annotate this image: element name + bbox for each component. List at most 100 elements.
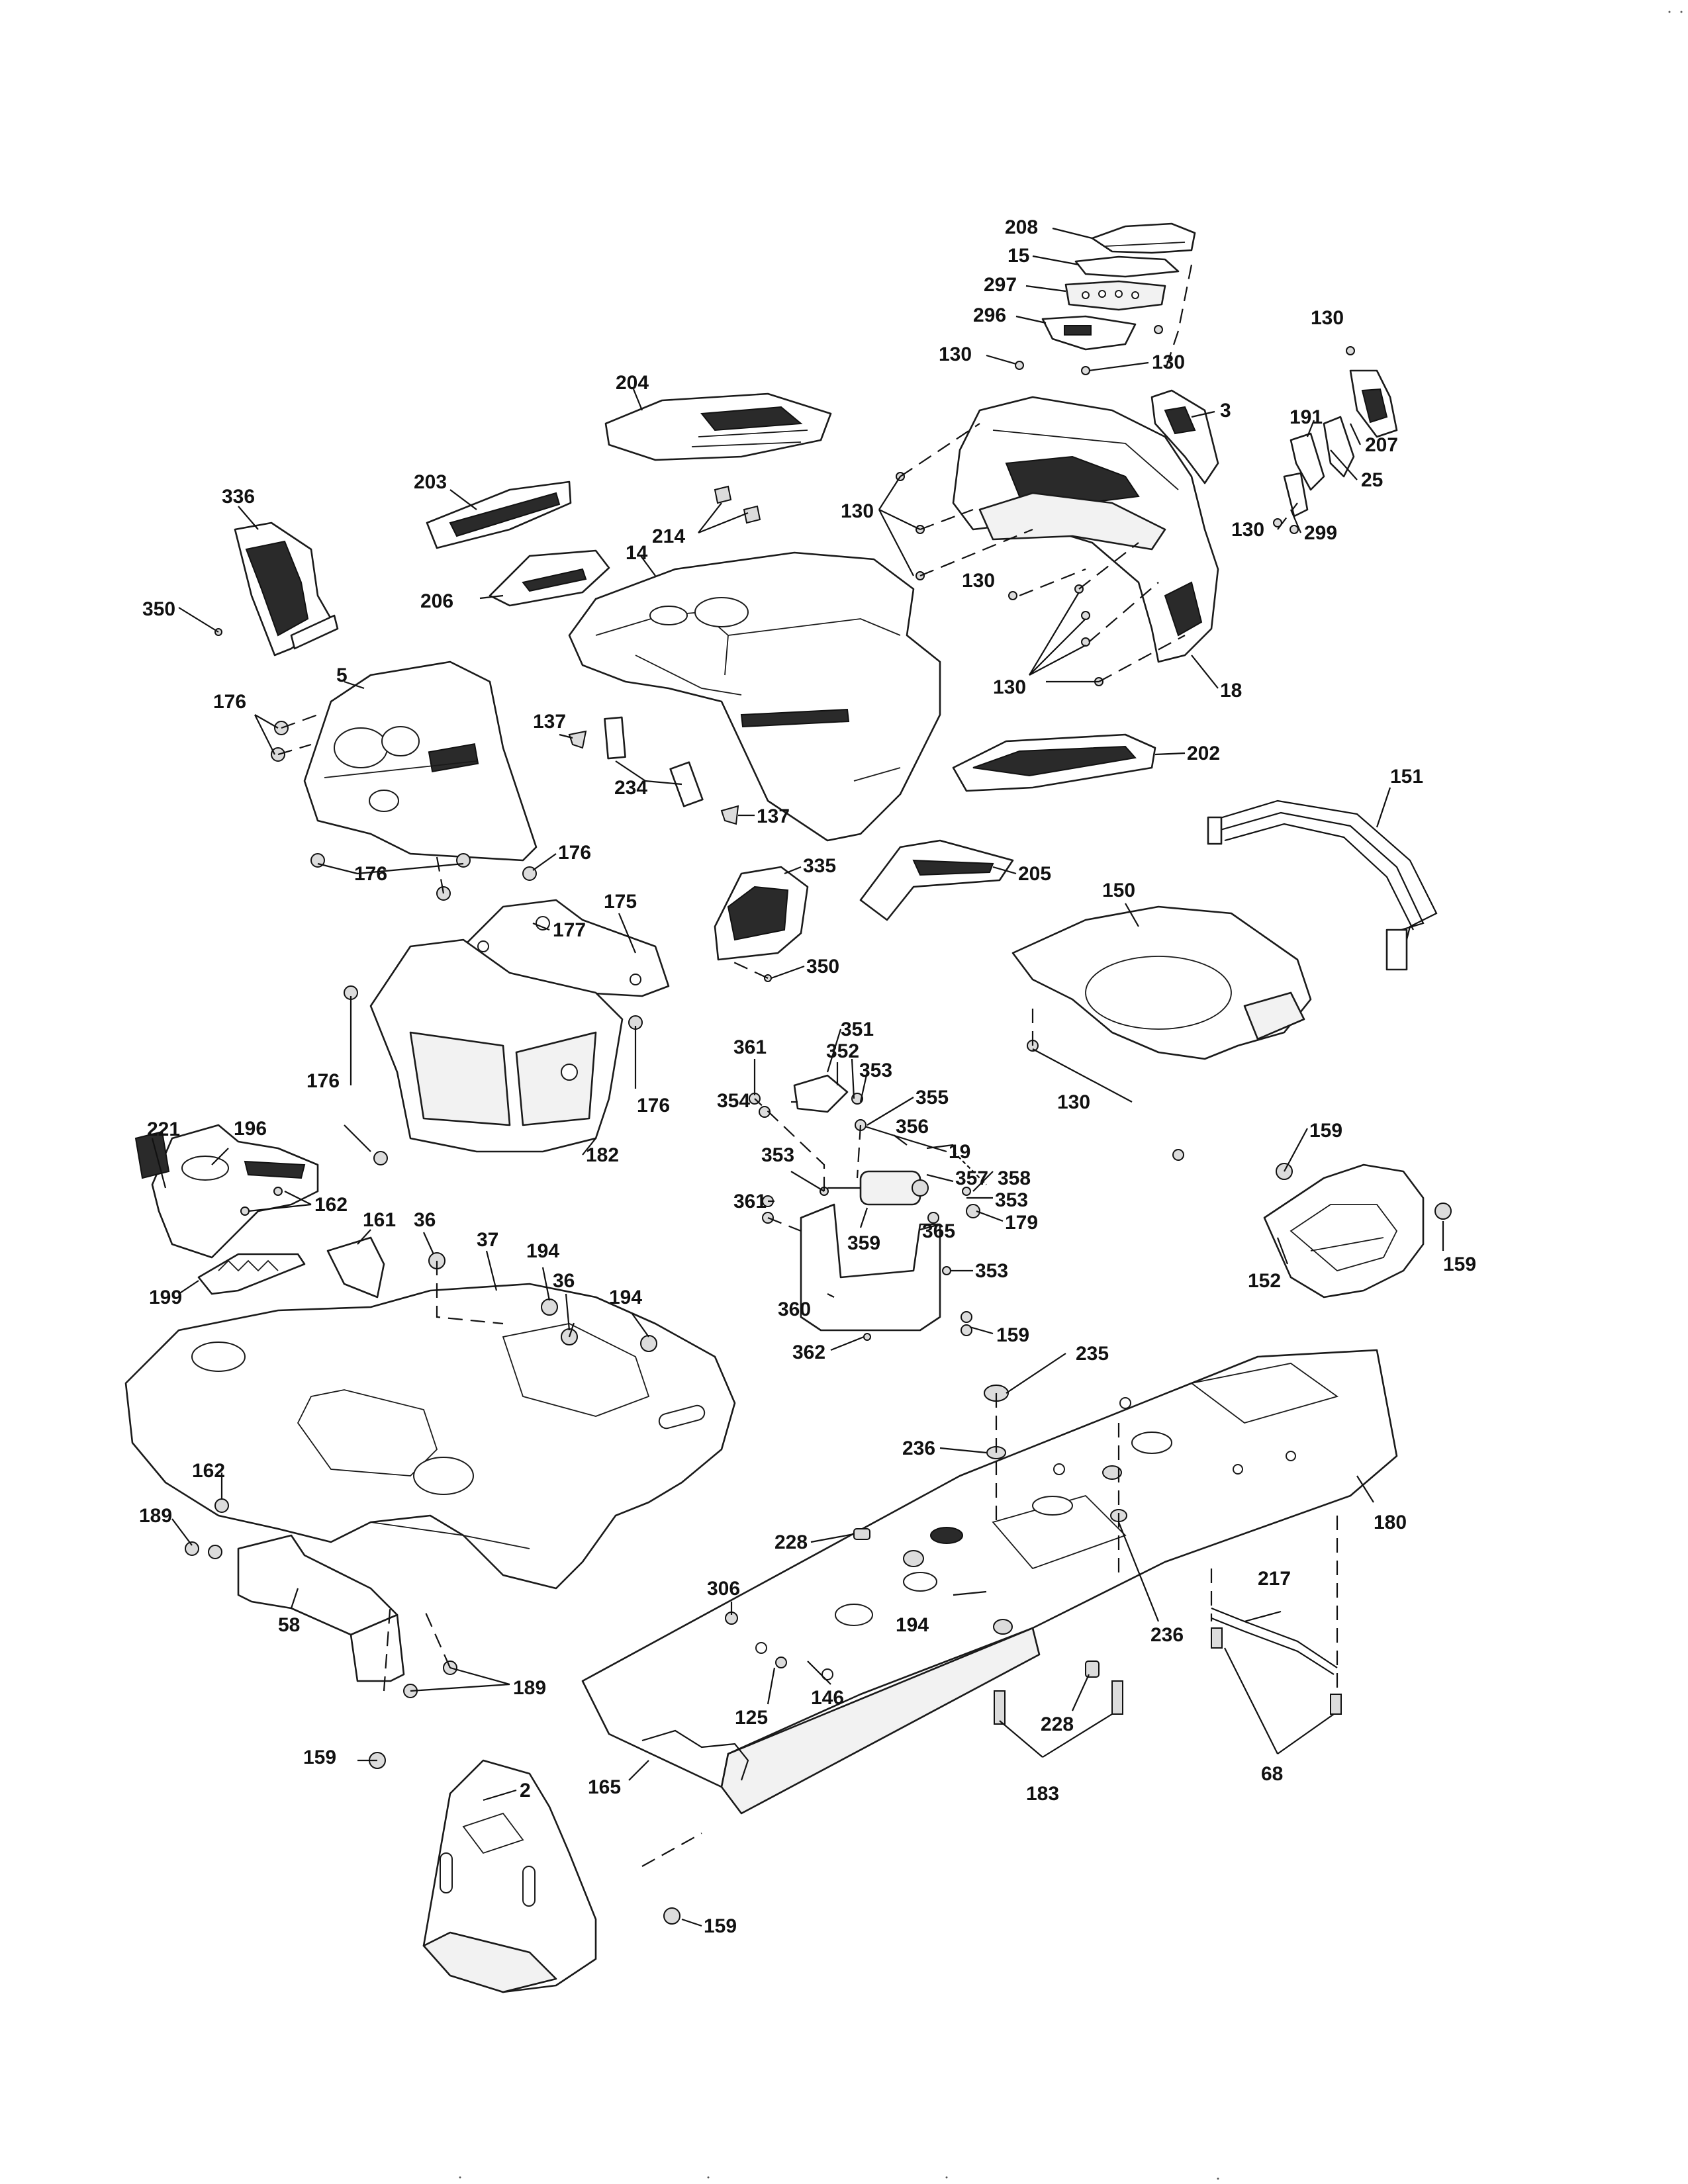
callout-162: 162 xyxy=(314,1194,348,1216)
part-299-socket xyxy=(1283,472,1309,518)
callout-354: 354 xyxy=(717,1090,750,1112)
callout-205: 205 xyxy=(1018,863,1051,885)
part-5-dash-panel xyxy=(303,660,538,862)
callout-175: 175 xyxy=(604,891,637,913)
part-199-plate xyxy=(197,1253,306,1295)
callout-194: 194 xyxy=(609,1287,642,1308)
part-151-bracket xyxy=(1207,799,1438,971)
callout-177: 177 xyxy=(553,919,586,941)
part-297-light-panel xyxy=(1064,280,1166,311)
part-296-bracket xyxy=(1041,315,1137,351)
callout-152: 152 xyxy=(1248,1270,1281,1292)
callout-358: 358 xyxy=(998,1167,1031,1189)
callout-189: 189 xyxy=(513,1677,546,1699)
callout-125: 125 xyxy=(735,1707,768,1729)
callout-146: 146 xyxy=(811,1687,844,1709)
callout-361: 361 xyxy=(733,1191,767,1212)
callout-37: 37 xyxy=(477,1229,498,1251)
callout-204: 204 xyxy=(616,372,649,394)
callout-196: 196 xyxy=(234,1118,267,1140)
callout-353: 353 xyxy=(761,1144,794,1166)
callout-182: 182 xyxy=(586,1144,619,1166)
part-202-grille xyxy=(952,733,1156,792)
callout-36: 36 xyxy=(553,1270,575,1292)
part-182-dash-support xyxy=(369,938,624,1153)
callout-176: 176 xyxy=(213,691,246,713)
callout-5: 5 xyxy=(336,664,348,686)
callout-299: 299 xyxy=(1304,522,1337,544)
callout-18: 18 xyxy=(1220,680,1242,702)
part-3-bracket xyxy=(1150,389,1219,484)
assembly-lines xyxy=(277,264,1338,1867)
callout-351: 351 xyxy=(841,1019,874,1040)
callout-159: 159 xyxy=(996,1324,1029,1346)
part-360-bracket xyxy=(800,1203,941,1332)
callout-176: 176 xyxy=(306,1070,340,1092)
part-356-rod xyxy=(860,1124,987,1185)
callout-159: 159 xyxy=(704,1915,737,1937)
callout-36: 36 xyxy=(414,1209,436,1231)
callout-161: 161 xyxy=(363,1209,396,1231)
callout-357: 357 xyxy=(955,1167,988,1189)
callout-130: 130 xyxy=(1311,307,1344,329)
part-180-frame xyxy=(581,1349,1398,1815)
callout-159: 159 xyxy=(303,1747,336,1768)
callout-191: 191 xyxy=(1289,406,1323,428)
part-14-hood xyxy=(568,551,941,842)
callout-236: 236 xyxy=(902,1437,935,1459)
part-15-panel xyxy=(1074,255,1180,278)
callout-335: 335 xyxy=(803,855,836,877)
callout-151: 151 xyxy=(1390,766,1423,788)
callout-194: 194 xyxy=(896,1614,929,1636)
callout-296: 296 xyxy=(973,304,1006,326)
callout-189: 189 xyxy=(139,1505,172,1527)
callout-228: 228 xyxy=(774,1531,808,1553)
part-217-rod xyxy=(1211,1607,1338,1675)
callout-362: 362 xyxy=(792,1342,825,1363)
part-191-bulb xyxy=(1289,432,1325,491)
part-214-clips xyxy=(714,485,761,524)
callout-68: 68 xyxy=(1261,1763,1283,1785)
callout-176: 176 xyxy=(354,863,387,885)
callout-203: 203 xyxy=(414,471,447,493)
callout-176: 176 xyxy=(558,842,591,864)
callout-235: 235 xyxy=(1076,1343,1109,1365)
part-165-rod xyxy=(641,1729,749,1781)
callout-176: 176 xyxy=(637,1095,670,1116)
callout-353: 353 xyxy=(975,1260,1008,1282)
callout-207: 207 xyxy=(1365,434,1398,456)
part-150-floor-pan xyxy=(1011,905,1312,1060)
callout-352: 352 xyxy=(826,1040,859,1062)
part-336-side-panel xyxy=(234,522,339,657)
callout-306: 306 xyxy=(707,1578,740,1600)
callout-3: 3 xyxy=(1220,400,1231,422)
part-161-guard xyxy=(326,1236,385,1298)
callout-228: 228 xyxy=(1041,1713,1074,1735)
callout-353: 353 xyxy=(995,1189,1028,1211)
callout-199: 199 xyxy=(149,1287,182,1308)
callout-336: 336 xyxy=(222,486,255,508)
callout-labels: 208 15 297 296 130 130 130 3 191 207 25 … xyxy=(139,216,1476,1937)
callout-150: 150 xyxy=(1102,880,1135,901)
callout-130: 130 xyxy=(939,343,972,365)
part-221-pad xyxy=(134,1130,170,1179)
callout-130: 130 xyxy=(993,676,1026,698)
part-196-fender-console xyxy=(151,1124,319,1259)
part-37-fender xyxy=(124,1283,736,1590)
callout-355: 355 xyxy=(915,1087,949,1109)
callout-365: 365 xyxy=(922,1220,955,1242)
callout-356: 356 xyxy=(896,1116,929,1138)
part-152-seat xyxy=(1263,1163,1425,1298)
callout-297: 297 xyxy=(984,274,1017,296)
callout-159: 159 xyxy=(1443,1253,1476,1275)
callout-15: 15 xyxy=(1008,245,1029,267)
part-206-panel xyxy=(489,549,610,607)
callout-183: 183 xyxy=(1026,1783,1059,1805)
part-58-bracket xyxy=(237,1534,405,1682)
callout-350: 350 xyxy=(806,956,839,978)
part-2-front-bracket xyxy=(422,1759,597,1993)
part-25-lens xyxy=(1323,416,1355,478)
callout-130: 130 xyxy=(1152,351,1185,373)
callout-236: 236 xyxy=(1150,1624,1184,1646)
